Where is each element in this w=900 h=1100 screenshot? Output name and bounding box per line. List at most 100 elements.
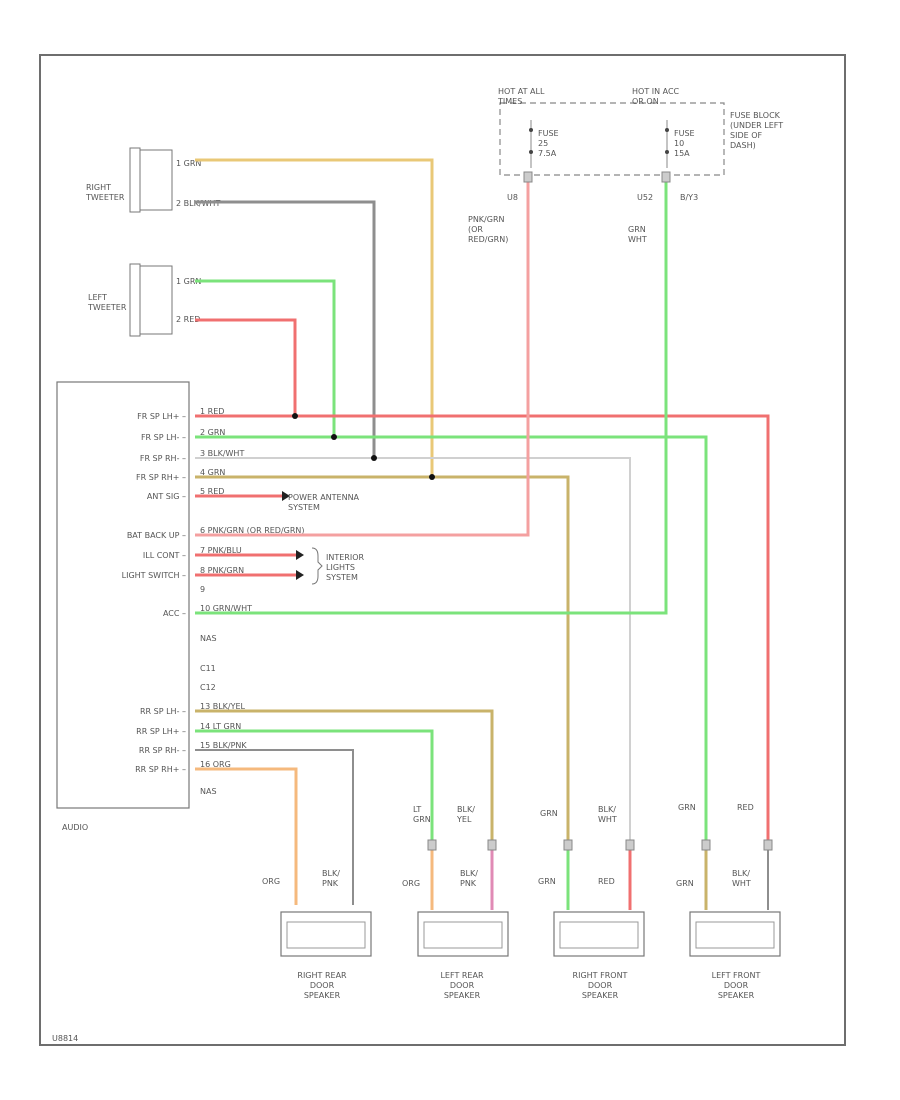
connector-marker bbox=[427, 839, 437, 851]
audio-pin-label: 1 RED bbox=[200, 407, 224, 416]
connector-marker bbox=[487, 839, 497, 851]
audio-pin-name: LIGHT SWITCH – bbox=[122, 571, 186, 580]
wire-label: BLK/PNK bbox=[322, 869, 340, 888]
wire-pin6-pnkgrn bbox=[195, 182, 530, 537]
fuse-b-ref: B/Y3 bbox=[680, 193, 698, 202]
audio-pin-name: RR SP LH+ – bbox=[136, 727, 186, 736]
wire-pin16-org bbox=[195, 767, 298, 905]
wire-label: GRN bbox=[540, 809, 558, 818]
wire-rt-blkwht bbox=[195, 200, 376, 458]
audio-pin-name: RR SP LH- – bbox=[140, 707, 186, 716]
audio-pin-label: NAS bbox=[200, 787, 217, 796]
audio-pin-label: 10 GRN/WHT bbox=[200, 604, 252, 613]
fuse-b-bottom-icon bbox=[665, 150, 669, 154]
audio-pin-name: RR SP RH- – bbox=[139, 746, 186, 755]
audio-pin-label: 7 PNK/BLU bbox=[200, 546, 242, 555]
audio-pin-label: 4 GRN bbox=[200, 468, 225, 477]
splice-dot bbox=[292, 413, 298, 419]
wire-label: BLK/WHT bbox=[598, 805, 617, 824]
connector-marker bbox=[763, 839, 773, 851]
fuse-a-connector: U8 bbox=[507, 193, 518, 202]
diagram-frame bbox=[39, 54, 846, 1046]
splice-dots bbox=[292, 413, 435, 480]
audio-pin-name: ACC – bbox=[163, 609, 186, 618]
splice-dot bbox=[371, 455, 377, 461]
wire-label: ORG bbox=[402, 879, 420, 888]
audio-pin-name: BAT BACK UP – bbox=[127, 531, 186, 540]
connector-marker bbox=[523, 171, 533, 183]
interior-lights-arrow-icon bbox=[296, 550, 304, 560]
audio-pin-name: ILL CONT – bbox=[143, 551, 186, 560]
audio-pin-label: NAS bbox=[200, 634, 217, 643]
audio-pin-label: 15 BLK/PNK bbox=[200, 741, 247, 750]
interior-lights-arrow-icon bbox=[296, 570, 304, 580]
wire-lt-grn bbox=[195, 279, 336, 437]
wire-pin1-red bbox=[195, 414, 770, 840]
audio-pin-label: 13 BLK/YEL bbox=[200, 702, 246, 711]
wire-pin2-grn bbox=[195, 435, 708, 840]
wires bbox=[195, 158, 770, 910]
audio-pin-name: FR SP RH- – bbox=[140, 454, 186, 463]
wire-label: ORG bbox=[262, 877, 280, 886]
wire-pin14-ltgrn bbox=[195, 729, 434, 840]
connector-marker bbox=[625, 839, 635, 851]
audio-pin-label: C12 bbox=[200, 683, 216, 692]
splice-dot bbox=[429, 474, 435, 480]
right-tweeter-pin-1: 1 GRN bbox=[176, 159, 201, 168]
wire-pin3-blkwht bbox=[195, 457, 631, 840]
connector-marker bbox=[563, 839, 573, 851]
wire-pin15-blkpnk bbox=[195, 749, 354, 905]
fuse-b-icon bbox=[665, 128, 669, 132]
power-antenna-arrow-icon bbox=[282, 491, 290, 501]
audio-pin-name: ANT SIG – bbox=[147, 492, 186, 501]
audio-pin-name: FR SP RH+ – bbox=[136, 473, 186, 482]
wire-lt-red bbox=[195, 318, 297, 416]
wire-label: RED bbox=[737, 803, 754, 812]
wire-label: BLK/PNK bbox=[460, 869, 478, 888]
left-tweeter-pin-2: 2 RED bbox=[176, 315, 200, 324]
connector-marker bbox=[701, 839, 711, 851]
fuse-a-bottom-icon bbox=[529, 150, 533, 154]
audio-pin-name: RR SP RH+ – bbox=[135, 765, 186, 774]
footer-code: U8814 bbox=[52, 1034, 78, 1043]
splice-dot bbox=[331, 434, 337, 440]
audio-pin-label: 6 PNK/GRN (OR RED/GRN) bbox=[200, 526, 305, 535]
fuse-b-connector: U52 bbox=[637, 193, 653, 202]
arrows bbox=[282, 491, 304, 580]
wire-label: GRN bbox=[678, 803, 696, 812]
audio-pin-label: 5 RED bbox=[200, 487, 224, 496]
wire-rt-grn bbox=[195, 158, 434, 477]
audio-pin-label: 16 ORG bbox=[200, 760, 231, 769]
audio-pin-label: 14 LT GRN bbox=[200, 722, 241, 731]
audio-pin-name: FR SP LH- – bbox=[141, 433, 186, 442]
audio-pin-label: 9 bbox=[200, 585, 205, 594]
wire-pin10-grnwht bbox=[195, 182, 668, 615]
interior-lights-bracket bbox=[311, 547, 323, 585]
left-tweeter-pin-1: 1 GRN bbox=[176, 277, 201, 286]
wire-label: GRN bbox=[538, 877, 556, 886]
wire-label: BLK/WHT bbox=[732, 869, 751, 888]
